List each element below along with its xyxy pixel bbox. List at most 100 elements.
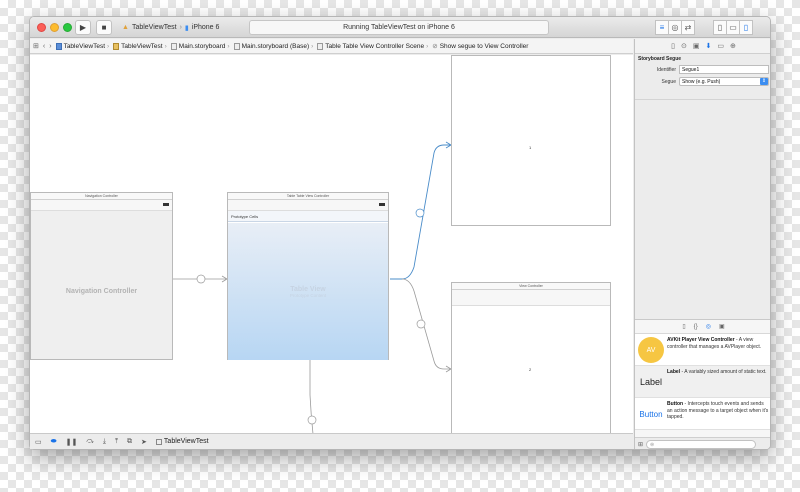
breadcrumb-segue[interactable]: ⊘ Show segue to View Controller (432, 42, 529, 51)
toolbar: ▶ ■ ▲ TableViewTest › ▮ iPhone 6 Running… (30, 17, 770, 38)
toggle-navigator-button[interactable]: ▯ (713, 20, 727, 35)
run-button[interactable]: ▶ (75, 20, 91, 35)
related-items-icon[interactable]: ⊞ (33, 43, 39, 50)
storyboard-canvas[interactable]: Navigation Controller Navigation Control… (30, 55, 633, 434)
debug-target[interactable]: TableViewTest (155, 438, 209, 445)
activity-text: Running TableViewTest on iPhone 6 (343, 24, 455, 31)
table-view-controller-scene[interactable]: Table Table View Controller Prototype Ce… (227, 192, 389, 360)
segue-label: Segue (661, 78, 676, 85)
assistant-editor-button[interactable]: ◎ (668, 20, 682, 35)
grid-view-icon[interactable]: ⊞ (638, 442, 644, 448)
scheme-app-name: TableViewTest (131, 24, 177, 31)
prototype-cells-header: Prototype Cells (228, 211, 388, 222)
navigation-controller-scene[interactable]: Navigation Controller Navigation Control… (30, 192, 173, 360)
scene-title: Table Table View Controller (228, 193, 388, 200)
folder-icon (113, 42, 120, 50)
view-debugger-icon[interactable]: ⧉ (127, 437, 133, 445)
stop-button[interactable]: ■ (96, 20, 112, 35)
object-library-icon[interactable]: ◎ (705, 324, 711, 330)
segue1-icon (415, 208, 425, 218)
activity-viewer: Running TableViewTest on iPhone 6 (249, 20, 549, 35)
back-arrow-icon[interactable]: ‹ (42, 42, 46, 50)
standard-editor-button[interactable]: ≡ (655, 20, 669, 35)
zoom-window-button[interactable] (63, 23, 72, 32)
view-controller-2-scene[interactable]: View Controller 2 (451, 282, 611, 434)
code-snippet-icon[interactable]: {} (693, 323, 698, 330)
chevron-right-icon: › (164, 42, 167, 50)
breadcrumb-group[interactable]: TableViewTest › (113, 42, 167, 50)
identifier-label: Identifier (656, 66, 676, 73)
identifier-row: Identifier Segue1 (638, 65, 769, 74)
pause-icon[interactable]: ❚❚ (65, 438, 78, 446)
breadcrumb-project[interactable]: TableViewTest › (55, 42, 110, 50)
table-view[interactable]: Table View Prototype Content (228, 223, 388, 360)
bottom-panel-icon: ▭ (729, 23, 737, 32)
play-icon: ▶ (79, 23, 87, 32)
scheme-device-name: iPhone 6 (191, 24, 220, 31)
chevron-right-icon: › (426, 42, 429, 50)
breakpoint-icon[interactable]: ⬬ (50, 437, 57, 445)
toggle-utilities-button[interactable]: ▯ (739, 20, 753, 35)
identity-inspector-icon[interactable]: ▣ (692, 43, 700, 50)
library-item-title: Label (667, 369, 681, 375)
size-inspector-icon[interactable]: ▭ (717, 43, 724, 50)
hide-debug-area-icon[interactable]: ▭ (35, 438, 42, 446)
step-in-icon[interactable]: ⤓ (102, 437, 106, 445)
identifier-field[interactable]: Segue1 (679, 65, 769, 74)
breadcrumb-scene[interactable]: Table Table View Controller Scene › (317, 42, 429, 50)
scene-body-label: Navigation Controller (65, 288, 138, 295)
scene-title: Navigation Controller (31, 193, 172, 200)
view-controller-1-scene[interactable]: 1 (451, 55, 611, 226)
view-toggle-control: ▯ ▭ ▯ (713, 20, 753, 35)
step-over-icon[interactable]: ⤼ (86, 437, 94, 445)
file-inspector-icon[interactable]: ▯ (671, 43, 675, 50)
library-item-avkit[interactable]: AV AVKit Player View Controller - A view… (635, 334, 770, 366)
section-heading: Storyboard Segue (638, 56, 682, 62)
library-tabs: ▯ {} ◎ ▣ (635, 320, 770, 334)
segue3-icon (307, 415, 317, 425)
library-filter-input[interactable]: ⊜ (646, 440, 757, 449)
navigation-bar (452, 290, 610, 306)
storyboard-file-icon (170, 42, 177, 50)
segue2-line (401, 278, 451, 370)
toggle-debug-area-button[interactable]: ▭ (726, 20, 740, 35)
quick-help-icon[interactable]: ⊙ (680, 43, 687, 50)
utilities-pane: ▯ ⊙ ▣ ⬇ ▭ ⊕ Storyboard Segue Identifier … (634, 39, 770, 449)
scene-title: View Controller (452, 283, 610, 290)
battery-icon (163, 203, 169, 206)
breadcrumb-storyboard-base[interactable]: Main.storyboard (Base) › (233, 42, 313, 50)
label-icon: Label (639, 377, 663, 387)
minimize-window-button[interactable] (50, 23, 59, 32)
library-filter-bar: ⊞ ⊜ (635, 437, 770, 449)
inspector-tabs: ▯ ⊙ ▣ ⬇ ▭ ⊕ (635, 39, 770, 54)
scheme-selector[interactable]: ▲ TableViewTest › ▮ iPhone 6 (122, 20, 246, 35)
step-out-icon[interactable]: ⤒ (114, 437, 119, 445)
avkit-player-icon: AV (638, 337, 664, 363)
library-item-button[interactable]: Button Button - Intercepts touch events … (635, 398, 770, 430)
chevron-right-icon: › (227, 42, 230, 50)
version-editor-button[interactable]: ⇄ (681, 20, 695, 35)
attributes-inspector-icon[interactable]: ⬇ (705, 43, 712, 50)
app-icon: ▲ (122, 24, 129, 31)
library-item-desc: - A variably sized amount of static text… (680, 369, 767, 375)
navigation-bar (228, 200, 388, 211)
forward-arrow-icon[interactable]: › (49, 42, 52, 50)
scene-icon (317, 42, 324, 50)
media-library-icon[interactable]: ▣ (718, 324, 725, 330)
segue-arrows (173, 141, 452, 434)
project-icon (55, 42, 62, 50)
connections-inspector-icon[interactable]: ⊕ (729, 43, 736, 50)
right-panel-icon: ▯ (743, 23, 749, 32)
chevron-right-icon: › (107, 42, 110, 50)
left-panel-icon: ▯ (717, 23, 723, 32)
scene-label: 1 (529, 145, 532, 150)
file-template-icon[interactable]: ▯ (682, 324, 686, 330)
app-icon (155, 438, 162, 445)
library-item-label[interactable]: Label Label - A variably sized amount of… (635, 366, 770, 398)
close-window-button[interactable] (37, 23, 46, 32)
debug-bar: ▭ ⬬ ❚❚ ⤼ ⤓ ⤒ ⧉ ➤ TableViewTest (30, 433, 633, 449)
location-icon[interactable]: ➤ (141, 438, 147, 446)
segue-kind-select[interactable]: Show (e.g. Push) ⇕ (679, 77, 769, 86)
rings-icon: ◎ (671, 23, 679, 32)
breadcrumb-storyboard[interactable]: Main.storyboard › (170, 42, 230, 50)
